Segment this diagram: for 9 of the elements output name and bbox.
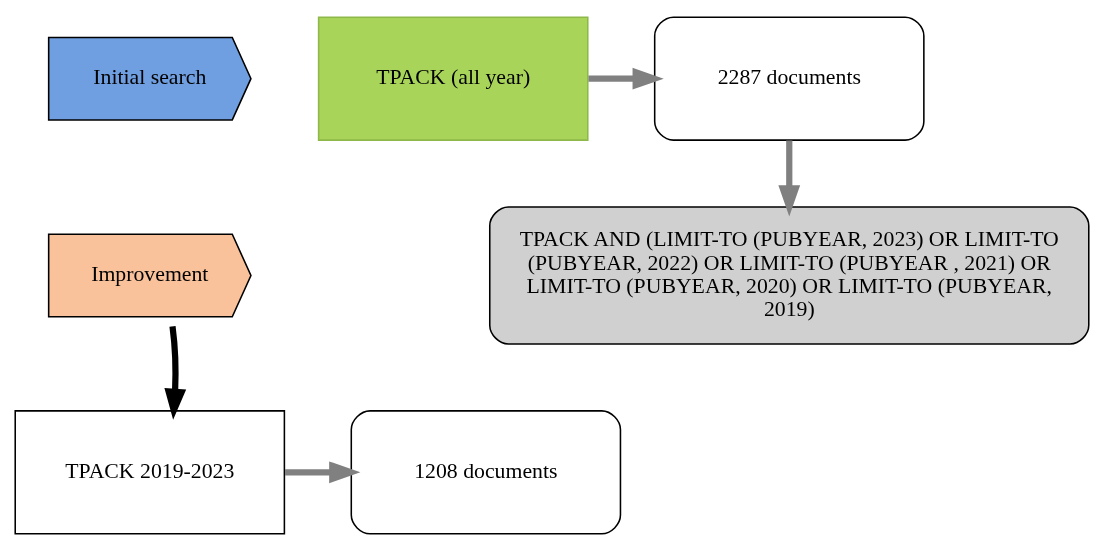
node-box: 1208 documents [350,410,622,535]
arrow [285,461,361,484]
arrow [588,67,664,90]
arrow [778,140,801,217]
arrow [164,326,187,420]
node-box: TPACK (all year) [317,16,589,141]
node-box: 2287 documents [653,16,925,141]
node-box: TPACK 2019-2023 [14,410,286,535]
node-box: TPACK AND (LIMIT-TO (PUBYEAR, 2023) OR LIMIT-TO (PUBYEAR, 2022) OR LIMIT-TO (PUBYEAR , 2021) OR LIMIT-TO (PUBYEAR, 2020) OR LIMIT-TO (PUBYEAR, 2019) [489,206,1090,345]
